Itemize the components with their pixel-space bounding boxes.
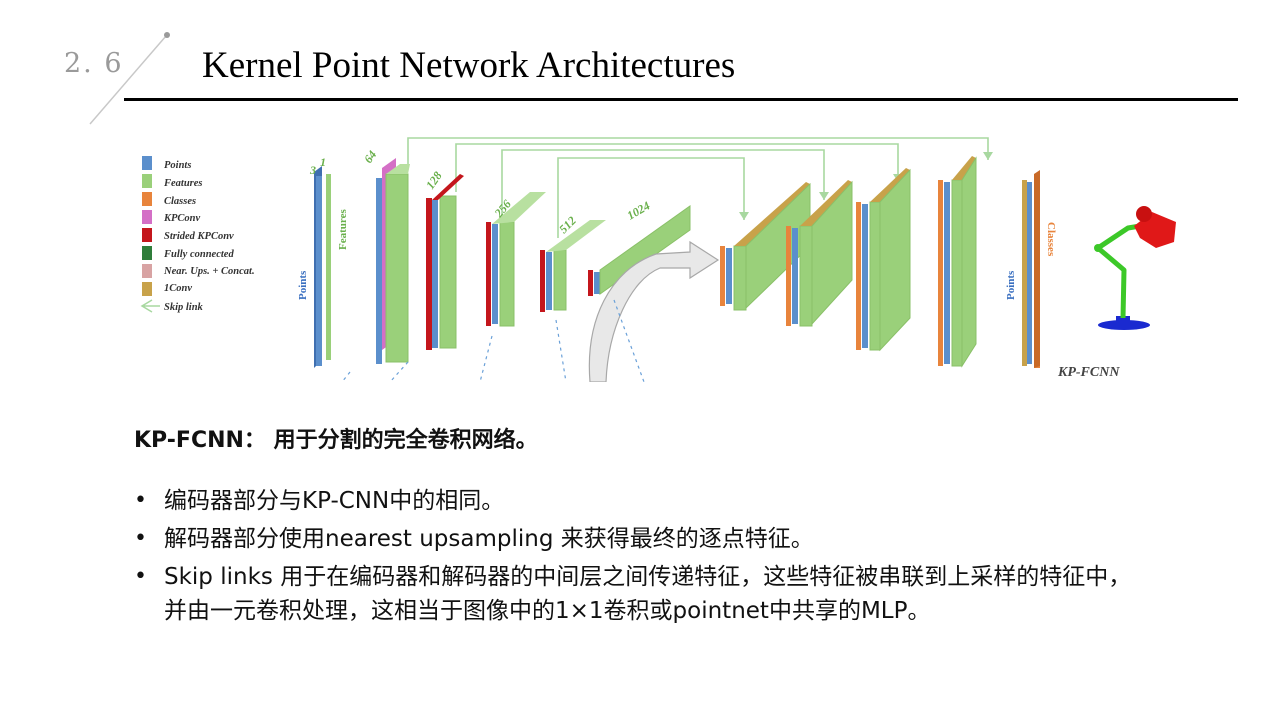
legend-swatch-points xyxy=(142,156,152,170)
legend-label-kpconv: KPConv xyxy=(163,213,201,224)
bullet-item: Skip links 用于在编码器和解码器的中间层之间传递特征，这些特征被串联到… xyxy=(130,560,1150,628)
skip-link-64 xyxy=(407,137,989,168)
legend-item: 1Conv xyxy=(142,282,192,296)
legend-item: Near. Ups. + Concat. xyxy=(142,264,255,278)
page-title: Kernel Point Network Architectures xyxy=(202,45,736,86)
legend-item: Classes xyxy=(142,192,196,207)
legend-item: Fully connected xyxy=(142,246,234,260)
encoder-block-1024 xyxy=(588,205,691,296)
skip-link-128 xyxy=(455,143,899,192)
legend-swatch-features xyxy=(142,174,152,188)
legend-label-strided-kpconv: Strided KPConv xyxy=(164,231,234,242)
input-points-layer xyxy=(314,166,322,368)
bullet-list: 编码器部分与KP-CNN中的相同。 解码器部分使用nearest upsampl… xyxy=(130,484,1150,632)
output-points-layer xyxy=(1022,180,1032,366)
skip-link-256 xyxy=(501,149,825,218)
legend-item: Features xyxy=(142,174,203,189)
legend-item: KPConv xyxy=(142,210,201,224)
legend-swatch-1conv xyxy=(142,282,152,296)
decoder-block-1 xyxy=(720,182,811,311)
header-rule xyxy=(124,98,1238,101)
legend-label-fully-connected: Fully connected xyxy=(163,249,234,260)
dim-label-128: 128 xyxy=(423,169,445,192)
output-points-label: Points xyxy=(1005,270,1017,300)
dim-label-3: 3 xyxy=(309,163,316,177)
legend-swatch-strided-kpconv xyxy=(142,228,152,242)
decoder-block-2 xyxy=(786,180,853,327)
legend-label-skip-link: Skip link xyxy=(164,302,204,313)
encoder-block-512 xyxy=(540,220,606,312)
output-classes-layer xyxy=(1034,170,1040,368)
legend-label-1conv: 1Conv xyxy=(164,283,192,294)
dim-label-1: 1 xyxy=(320,155,326,169)
segmented-lamp-illustration xyxy=(1094,206,1176,330)
encoder-block-256 xyxy=(486,192,546,327)
legend-swatch-classes xyxy=(142,192,152,206)
section-subtitle: KP-FCNN： 用于分割的完全卷积网络。 xyxy=(134,428,538,453)
legend-label-points: Points xyxy=(164,160,191,171)
legend: Points Features Classes KPConv Strided K… xyxy=(140,156,255,313)
skip-link-512 xyxy=(557,157,745,238)
input-features-layer xyxy=(326,174,331,360)
legend-item: Skip link xyxy=(140,299,204,313)
dashed-guides xyxy=(341,299,645,382)
dim-label-64: 64 xyxy=(361,148,379,166)
legend-item: Strided KPConv xyxy=(142,228,234,242)
section-number: 2. 6 xyxy=(64,48,124,79)
legend-swatch-fully-connected xyxy=(142,246,152,260)
legend-swatch-near-ups xyxy=(142,264,152,278)
legend-swatch-skip-link xyxy=(140,299,160,313)
kp-fcnn-architecture-figure: Points Features Classes KPConv Strided K… xyxy=(140,137,1176,382)
output-classes-label: Classes xyxy=(1045,222,1057,257)
decoder-block-4 xyxy=(938,156,977,368)
bullet-item: 解码器部分使用nearest upsampling 来获得最终的逐点特征。 xyxy=(130,522,1150,556)
figure-caption: KP-FCNN xyxy=(1057,365,1120,380)
skip-links xyxy=(407,137,989,238)
decoder-block-3 xyxy=(856,168,911,352)
legend-label-near-ups: Near. Ups. + Concat. xyxy=(163,266,255,277)
legend-item: Points xyxy=(142,156,191,171)
dim-label-1024: 1024 xyxy=(625,198,653,222)
input-points-label: Points xyxy=(297,270,309,300)
legend-label-features: Features xyxy=(163,178,203,189)
input-features-label: Features xyxy=(337,209,349,250)
encoder-block-64 xyxy=(376,158,410,364)
header-decorative-slash xyxy=(89,32,170,125)
bullet-item: 编码器部分与KP-CNN中的相同。 xyxy=(130,484,1150,518)
decoder-transition-arrow xyxy=(588,240,720,382)
legend-swatch-kpconv xyxy=(142,210,152,224)
legend-label-classes: Classes xyxy=(164,196,196,207)
encoder-block-128 xyxy=(426,174,464,350)
